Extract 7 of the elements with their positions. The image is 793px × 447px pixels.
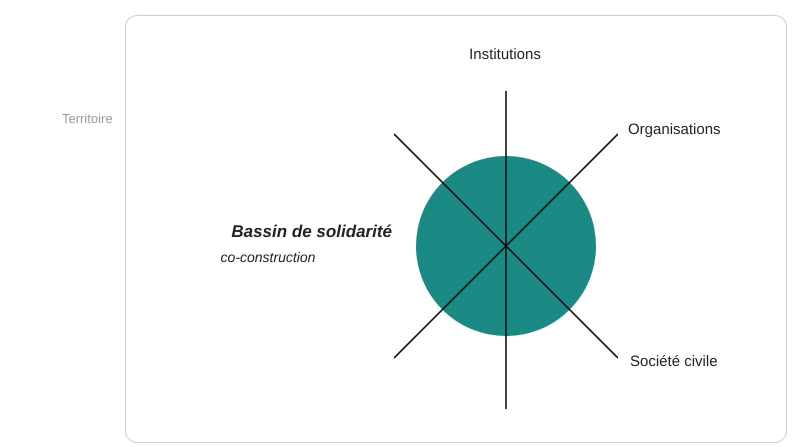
axis-label: co-construction (220, 248, 316, 267)
axis-label: Société civile (630, 352, 719, 372)
axis-label: Organisations (628, 120, 722, 140)
axis-label: Institutions (468, 45, 542, 65)
axis-label: Bassin de solidarité (230, 221, 392, 243)
territory-frame (125, 15, 787, 443)
territory-label: Territoire (62, 110, 113, 128)
